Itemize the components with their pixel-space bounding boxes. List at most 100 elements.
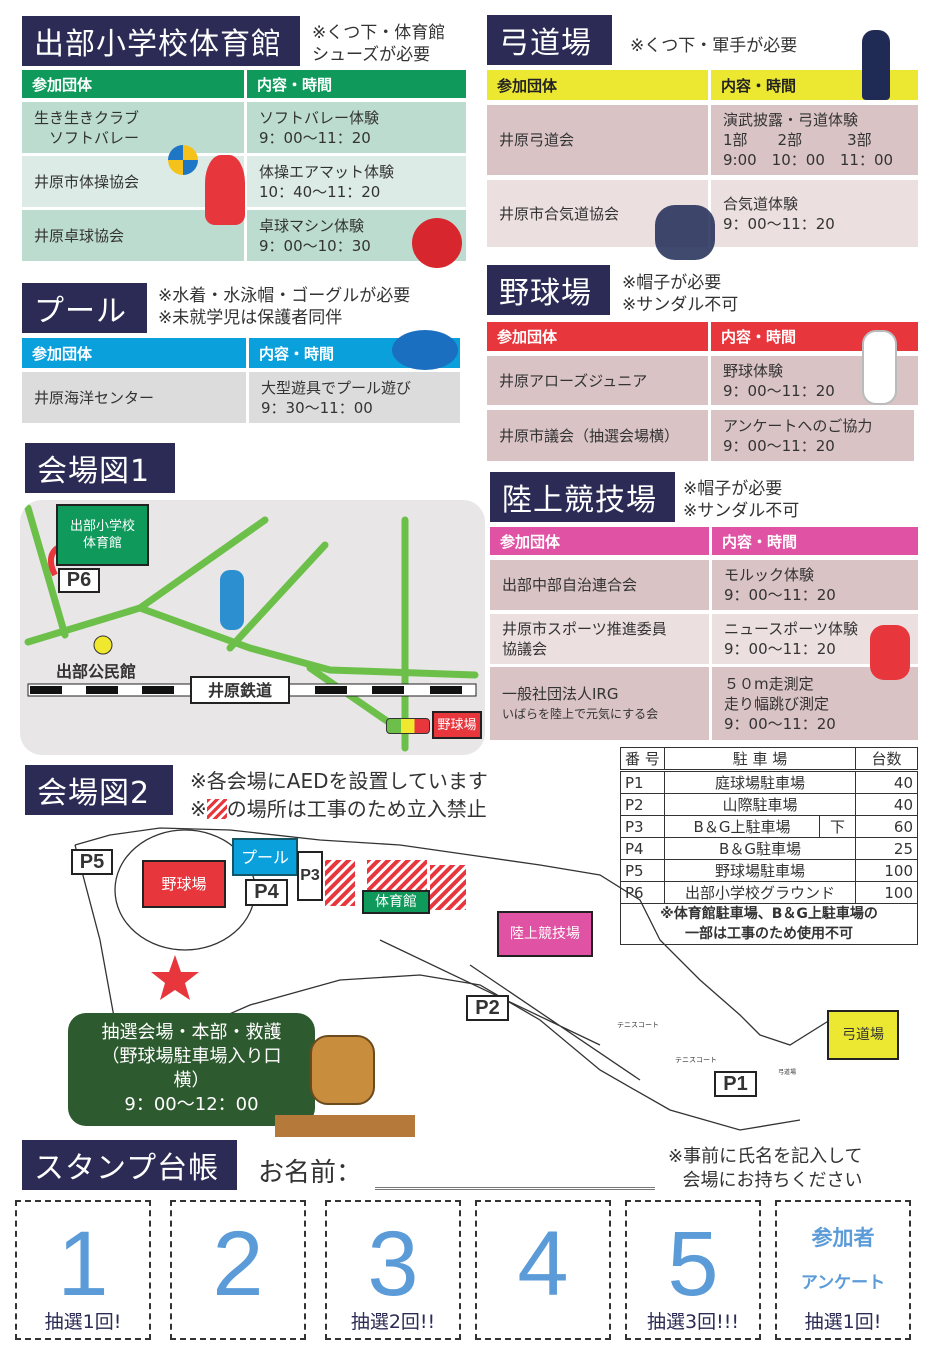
stamp-lottery: 抽選2回!!: [350, 1311, 436, 1333]
table-row: 生き生きクラブ ソフトバレーソフトバレー体験 9：00〜11：20: [22, 102, 466, 153]
gym-note: ※くつ下・体育館 シューズが必要: [312, 23, 446, 65]
name-input[interactable]: [375, 1186, 655, 1190]
header-count: 台数: [855, 747, 918, 771]
stamp-box-4: 4: [475, 1200, 611, 1340]
baseball-title: 野球場: [487, 265, 610, 315]
map2-p2-label: P2: [466, 995, 509, 1021]
map1-baseball-label: 野球場: [432, 711, 482, 739]
pingpong-paddle-icon: [412, 218, 462, 268]
pool-note: ※水着・水泳帽・ゴーグルが必要 ※未就学児は保護者同伴: [158, 286, 411, 328]
kyudo-header: 参加団体 内容・時間: [487, 70, 918, 100]
hq-time: 9：00〜12：00: [124, 1094, 259, 1115]
col-group: 参加団体: [22, 70, 244, 98]
content-cell: ソフトバレー体験 9：00〜11：20: [247, 102, 466, 153]
walking-child-icon: [220, 570, 244, 630]
map1: 出部小学校 体育館 P6 出部公民館 井原鉄道 野球場: [20, 500, 485, 755]
col-content: 内容・時間: [712, 527, 918, 555]
content-cell: 大型遊具でプール遊び 9：30〜11：00: [249, 372, 460, 423]
table-row: 井原海洋センター大型遊具でプール遊び 9：30〜11：00: [22, 372, 460, 423]
note-prefix: ※: [190, 797, 207, 821]
group-cell: 井原市議会（抽選会場横）: [487, 410, 708, 461]
stamp-number: 2: [212, 1213, 264, 1315]
group-name: 一般社団法人IRG: [502, 684, 619, 703]
stamp-box-2: 2: [170, 1200, 306, 1340]
content-cell: 演武披露・弓道体験 1部 2部 3部 9:00 10：00 11：00: [711, 105, 918, 175]
map2-p3-label: P3: [297, 851, 323, 901]
content-cell: ニュースポーツ体験 9：00〜11：20: [712, 614, 918, 664]
track-note: ※帽子が必要 ※サンダル不可: [683, 479, 800, 521]
map2-track-label: 陸上競技場: [497, 911, 593, 957]
pool-title: プール: [22, 283, 147, 333]
stamp-box-survey: 参加者 アンケート 抽選1回!: [775, 1200, 911, 1340]
map2-p5-label: P5: [71, 849, 113, 875]
athlete-icon: [205, 155, 245, 225]
kyudo-title: 弓道場: [487, 15, 612, 65]
stamp-lottery: 抽選1回!: [44, 1311, 122, 1333]
map2-pool-label: プール: [232, 838, 298, 876]
gym-title: 出部小学校体育館: [22, 16, 300, 66]
gym-header: 参加団体 内容・時間: [22, 70, 466, 98]
map2-kyudo-label: 弓道場: [827, 1010, 899, 1060]
group-cell: 出部中部自治連合会: [490, 560, 709, 610]
content-cell: 合気道体験 9：00〜11：20: [711, 180, 918, 247]
survey-line1: 参加者: [811, 1226, 875, 1250]
note-text: の場所は工事のため立入禁止: [226, 797, 487, 821]
map2-baseball-label: 野球場: [142, 860, 226, 908]
map2-title: 会場図2: [25, 765, 173, 815]
hq-line2: （野球場駐車場入り口: [101, 1046, 282, 1067]
group-cell: 井原海洋センター: [22, 372, 246, 423]
map2-note-aed: ※各会場にAEDを設置しています: [190, 769, 488, 793]
kyudo-small-label: 弓道場: [778, 1069, 797, 1076]
traffic-light-icon: [386, 718, 430, 734]
stamp-number: 5: [667, 1213, 719, 1315]
group-subname: いばらを陸上で元気にする会: [502, 706, 659, 721]
map2-note-construction: ※ の場所は工事のため立入禁止: [190, 796, 487, 822]
name-label: お名前：: [258, 1158, 363, 1188]
hq-callout: 抽選会場・本部・救護 （野球場駐車場入り口 横） 9：00〜12：00: [68, 1013, 315, 1126]
hq-line3: 横）: [173, 1070, 210, 1091]
group-cell: 井原弓道会: [487, 105, 708, 175]
map1-p6-label: P6: [58, 568, 100, 593]
baseball-note: ※帽子が必要 ※サンダル不可: [622, 273, 739, 315]
content-cell: モルック体験 9：00〜11：20: [712, 560, 918, 610]
map2-gym-label: 体育館: [362, 890, 430, 914]
goggles-icon: [392, 330, 458, 370]
table-row: 井原弓道会演武披露・弓道体験 1部 2部 3部 9:00 10：00 11：00: [487, 105, 918, 175]
stamp-lottery: 抽選3回!!!: [647, 1311, 739, 1333]
tennis-court-label: テニスコート: [617, 1021, 659, 1029]
parking-note: ※体育館駐車場、B＆G上駐車場の 一部は工事のため使用不可: [620, 903, 918, 945]
hatched-area-icon: [206, 799, 227, 819]
group-cell: 一般社団法人IRG いばらを陸上で元気にする会: [490, 667, 709, 740]
map1-railway-label: 井原鉄道: [190, 676, 290, 704]
tennis-court-label: テニスコート: [675, 1056, 717, 1064]
lottery-drum-icon: [310, 1035, 375, 1105]
batter-icon: [862, 330, 897, 405]
stamp-title: スタンプ台帳: [22, 1140, 237, 1190]
hq-star-icon: [151, 955, 199, 1000]
col-content: 内容・時間: [247, 70, 466, 98]
stamp-lottery: 抽選1回!: [804, 1311, 882, 1333]
runner-icon: [870, 625, 910, 680]
volleyball-icon: [168, 145, 198, 175]
group-cell: 井原市スポーツ推進委員 協議会: [490, 614, 709, 664]
stamp-note: ※事前に氏名を記入して 会場にお持ちください: [668, 1146, 863, 1191]
header-name: 駐 車 場: [664, 747, 856, 771]
lottery-table-icon: [275, 1115, 415, 1137]
kyudo-note: ※くつ下・軍手が必要: [630, 36, 798, 56]
col-group: 参加団体: [487, 70, 708, 100]
stamp-number: 1: [57, 1213, 109, 1315]
track-header: 参加団体 内容・時間: [490, 527, 918, 555]
map1-school-label: 出部小学校 体育館: [56, 504, 149, 566]
header-no: 番 号: [620, 747, 665, 771]
table-row: 出部中部自治連合会モルック体験 9：00〜11：20: [490, 560, 918, 610]
table-row: 井原市議会（抽選会場横）アンケートへのご協力 9：00〜11：20: [487, 410, 914, 461]
content-cell: アンケートへのご協力 9：00〜11：20: [711, 410, 914, 461]
